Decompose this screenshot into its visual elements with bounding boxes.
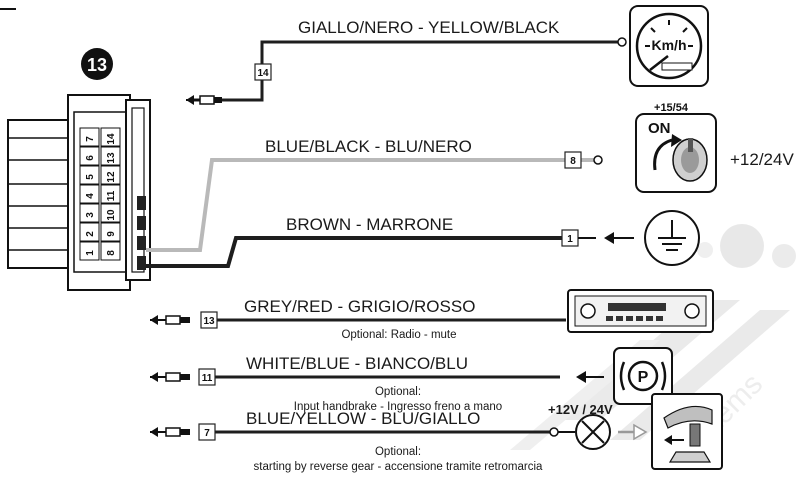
connector-number-badge: 13 (81, 48, 113, 80)
wire-speed: 14 GIALLO/NERO - YELLOW/BLACK (186, 18, 627, 105)
svg-text:13: 13 (106, 152, 117, 164)
handbrake-note-1: Optional: (375, 386, 421, 398)
wire-end-terminal (150, 372, 190, 382)
svg-text:P: P (638, 369, 649, 386)
svg-text:2: 2 (85, 231, 96, 237)
svg-text:4: 4 (85, 193, 96, 199)
wire-label-speed: GIALLO/NERO - YELLOW/BLACK (298, 18, 560, 37)
wire-mute: 13 GREY/RED - GRIGIO/ROSSO Optional: Rad… (150, 297, 566, 341)
svg-text:1: 1 (85, 250, 96, 256)
svg-text:7: 7 (204, 428, 210, 439)
ground-icon (644, 210, 700, 266)
pin-tag-13 (200, 311, 218, 329)
svg-text:3: 3 (85, 212, 96, 218)
connector: 7 6 5 4 3 2 1 14 13 12 11 10 9 8 (7, 94, 151, 291)
mute-note: Optional: Radio - mute (341, 329, 456, 341)
svg-text:13: 13 (87, 55, 107, 75)
svg-text:11: 11 (106, 190, 117, 201)
reverse-note-2: starting by reverse gear - accensione tr… (254, 461, 543, 473)
wire-label-reverse: BLUE/YELLOW - BLU/GIALLO (246, 409, 480, 428)
pin-tag-14 (254, 63, 272, 81)
svg-text:ON: ON (648, 120, 671, 137)
wire-label-ground: BROWN - MARRONE (286, 215, 453, 234)
wire-ground: BROWN - MARRONE 1 (146, 215, 634, 268)
svg-text:7: 7 (85, 136, 96, 142)
svg-text:10: 10 (106, 209, 117, 221)
wire-reverse: 7 BLUE/YELLOW - BLU/GIALLO Optional: sta… (150, 409, 575, 473)
svg-text:13: 13 (203, 316, 215, 327)
connector-pins-col2: 14 13 12 11 10 9 8 (100, 127, 121, 261)
ignition-key-icon: +15/54 ON (635, 102, 717, 193)
svg-text:8: 8 (106, 250, 117, 256)
svg-text:6: 6 (85, 155, 96, 161)
svg-text:9: 9 (106, 231, 117, 237)
wire-end-terminal (150, 315, 190, 325)
svg-text:+15/54: +15/54 (654, 102, 689, 114)
wire-handbrake: 11 WHITE/BLUE - BIANCO/BLU Optional: Inp… (150, 354, 604, 413)
connector-pins-col1: 7 6 5 4 3 2 1 (79, 127, 100, 261)
reverse-voltage: +12V / 24V (548, 402, 613, 417)
gear-shift-icon (651, 393, 723, 470)
reverse-note-1: Optional: (375, 446, 421, 458)
reverse-lamp-icon (575, 414, 611, 450)
svg-text:14: 14 (257, 68, 269, 79)
radio-icon (567, 289, 714, 333)
svg-text:12: 12 (106, 171, 117, 183)
wire-ignition: 8 BLUE/BLACK - BLU/NERO (146, 137, 603, 252)
pin-tag-7 (198, 423, 216, 441)
arrow-right-icon (618, 423, 648, 441)
svg-text:1: 1 (567, 234, 573, 245)
wire-label-ignition: BLUE/BLACK - BLU/NERO (265, 137, 472, 156)
wire-label-handbrake: WHITE/BLUE - BIANCO/BLU (246, 354, 468, 373)
wire-end-terminal (186, 95, 222, 105)
svg-text:8: 8 (570, 156, 576, 167)
pin-tag-8 (564, 151, 582, 169)
svg-text:Km/h: Km/h (652, 37, 687, 53)
wire-end-terminal (150, 427, 190, 437)
pin-tag-11 (198, 368, 216, 386)
svg-text:14: 14 (106, 133, 117, 145)
svg-text:11: 11 (202, 373, 213, 384)
speedometer-icon: Km/h (629, 5, 709, 87)
svg-text:5: 5 (85, 174, 96, 180)
parking-brake-icon: P (613, 347, 673, 405)
wire-label-mute: GREY/RED - GRIGIO/ROSSO (244, 297, 475, 316)
handbrake-note-2: Input handbrake - Ingresso freno a mano (294, 401, 502, 413)
ignition-voltage: +12/24V (730, 150, 794, 169)
